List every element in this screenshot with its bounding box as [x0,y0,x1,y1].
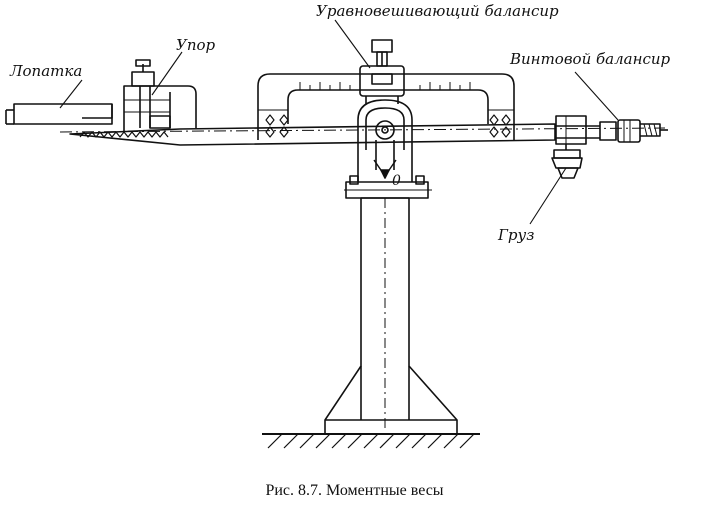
leader-lines [60,20,618,224]
hanging-weight [552,144,582,178]
stand-column [325,198,457,434]
top-balancer-slider [360,40,404,104]
label-weight: Груз [498,226,535,244]
screw-balancer [556,116,668,144]
figure-caption: Рис. 8.7. Моментные весы [265,482,444,499]
label-blade: Лопатка [10,62,83,80]
label-stop: Упор [176,36,216,54]
label-balancing-balancer: Уравновешивающий балансир [316,2,559,20]
pivot-bracket [344,100,432,198]
zero-mark: 0 [392,173,401,189]
stop-clamp [124,60,196,132]
ground-base [262,434,480,448]
bearing-marks [266,115,510,137]
blade [6,104,112,124]
scale-ticks [300,82,470,90]
label-screw-balancer: Винтовой балансир [510,50,671,68]
